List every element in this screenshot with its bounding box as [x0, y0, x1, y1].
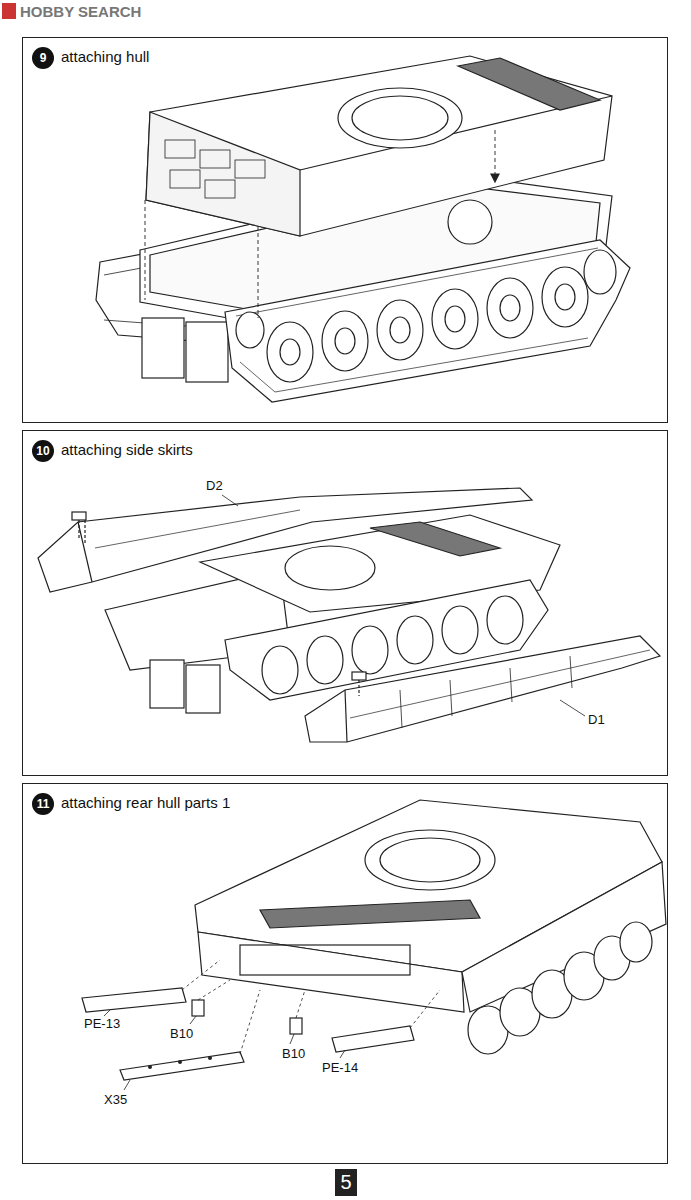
rear-hull-step-11 — [82, 800, 666, 1090]
step-title: attaching hull — [61, 48, 149, 65]
watermark: HOBBY SEARCH — [20, 3, 141, 20]
page-number: 5 — [335, 1169, 357, 1196]
step-panel: attaching hull 9 — [22, 37, 668, 423]
step-panel: attaching side skirts 10 — [22, 430, 668, 776]
step-number-text: 11 — [37, 797, 50, 811]
part-label: B10 — [170, 1026, 193, 1041]
step-number: 9 — [32, 47, 54, 69]
step-title: attaching side skirts — [61, 441, 193, 458]
part-label: B10 — [282, 1046, 305, 1061]
part-label: PE-13 — [84, 1016, 120, 1031]
side-skirt-step-10 — [38, 488, 660, 742]
step-number-text: 9 — [40, 51, 47, 65]
step-title: attaching rear hull parts 1 — [61, 794, 230, 811]
hull-step-9 — [96, 56, 630, 402]
step-number-text: 10 — [36, 444, 49, 458]
step-number: 10 — [32, 440, 54, 462]
part-label: PE-14 — [322, 1060, 358, 1075]
part-label: D1 — [588, 712, 605, 727]
part-label: X35 — [104, 1092, 127, 1107]
logo-mark — [2, 3, 16, 19]
step-number: 11 — [32, 793, 54, 815]
part-label: D2 — [206, 478, 223, 493]
page-number-text: 5 — [340, 1171, 351, 1194]
